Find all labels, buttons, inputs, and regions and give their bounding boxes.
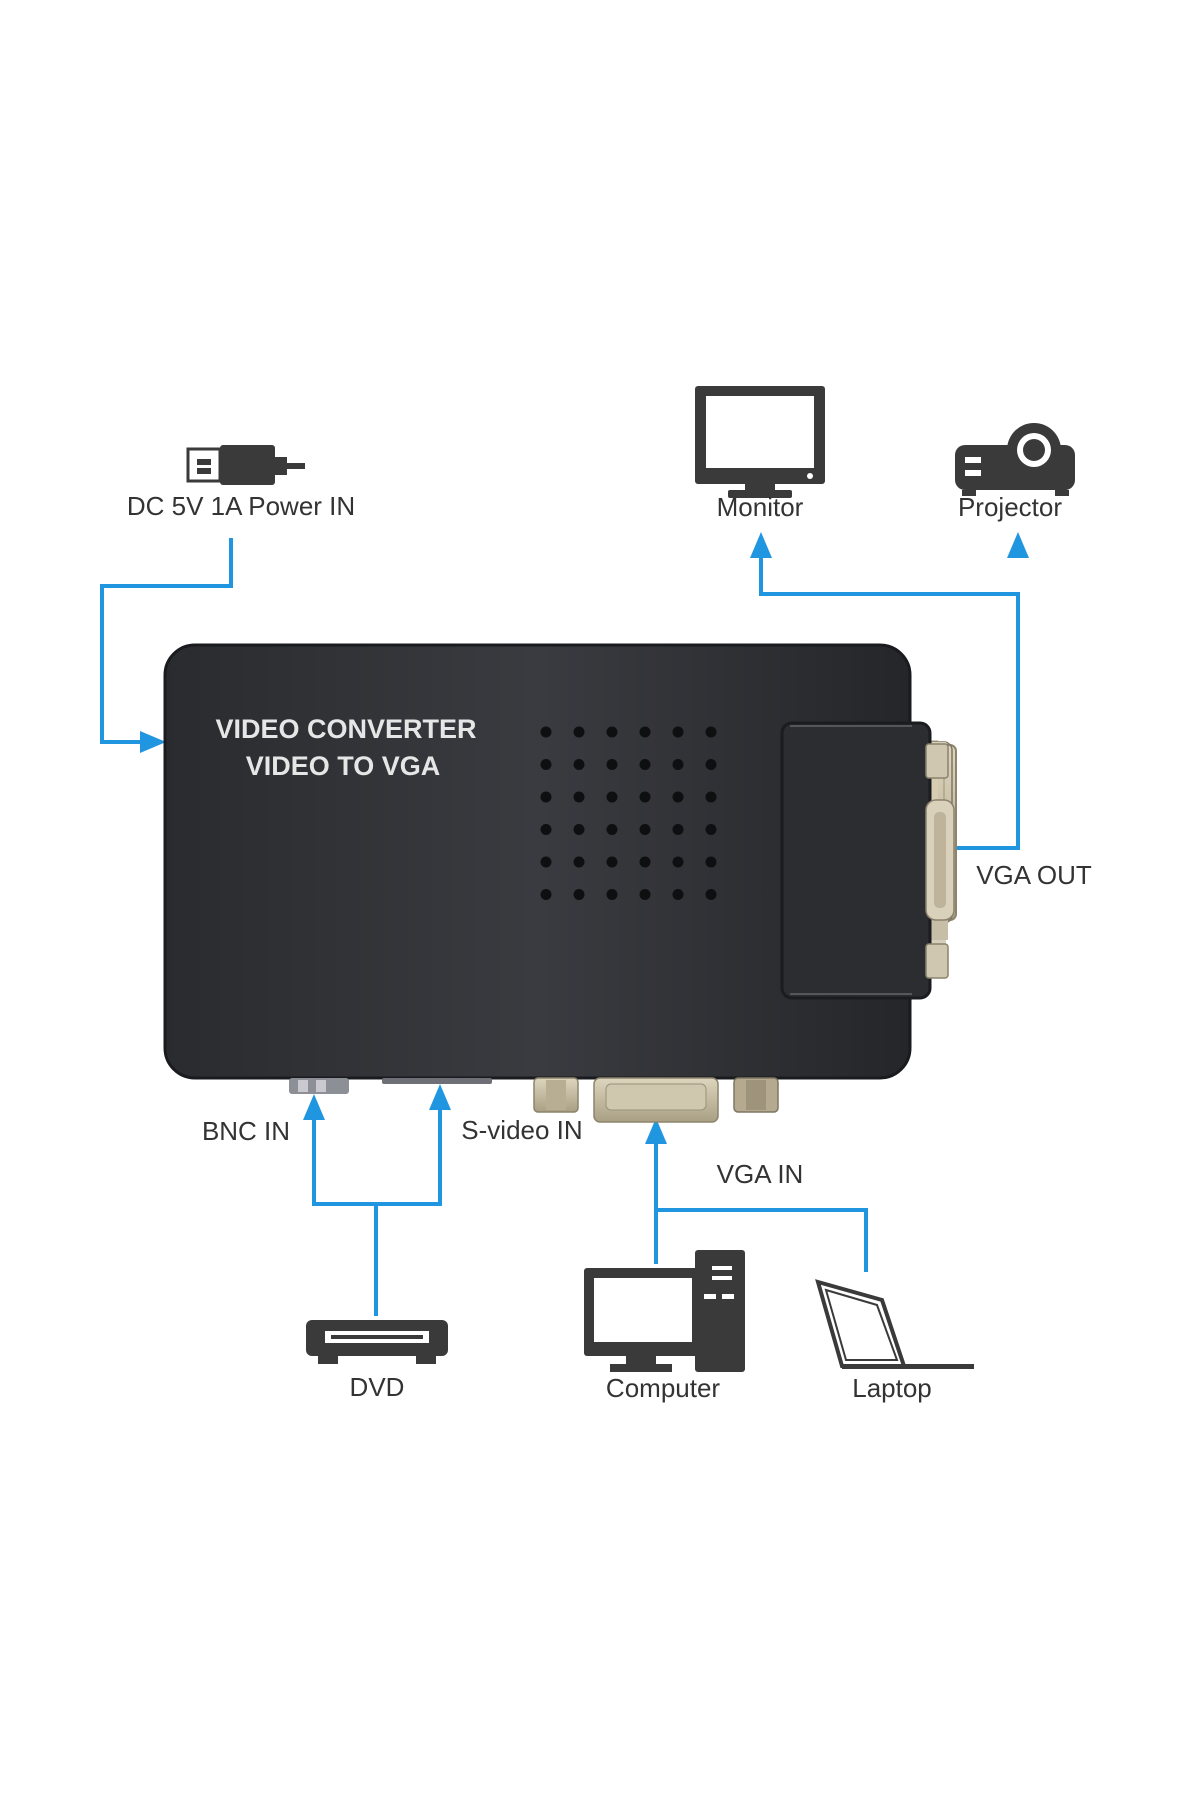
grille-dot [573, 889, 585, 900]
laptop-icon [815, 1279, 974, 1369]
computer-label: Computer [606, 1373, 720, 1403]
laptop-label: Laptop [852, 1373, 932, 1403]
power-in-label: DC 5V 1A Power IN [127, 491, 355, 521]
grille-dot [606, 889, 618, 900]
grille-dot [672, 856, 684, 868]
grille-dot [573, 791, 585, 803]
svideo-in-port [382, 1078, 492, 1084]
grille-dot [705, 824, 717, 835]
svideo-arrow [429, 1084, 451, 1110]
grille-dot [573, 726, 585, 738]
device-title-line1: VIDEO CONVERTER [215, 714, 476, 744]
power-wire [100, 538, 233, 744]
grille-dot [672, 759, 684, 770]
grille-dot [540, 856, 552, 868]
projector-label: Projector [958, 492, 1062, 522]
bnc-arrow [303, 1094, 325, 1120]
vga-out-label: VGA OUT [976, 860, 1092, 890]
grille-dot [540, 824, 552, 835]
device-right-block [780, 721, 932, 1000]
grille-dot [573, 824, 585, 835]
grille-dot [639, 791, 651, 803]
dvd-label: DVD [350, 1372, 405, 1402]
grille-dot [540, 726, 552, 738]
grille-dot [705, 791, 717, 803]
dvd-wire [312, 1110, 378, 1316]
vga-in-arrow [645, 1118, 667, 1144]
grille-dot [705, 759, 717, 770]
grille-dot [639, 759, 651, 770]
grille-dot [672, 791, 684, 803]
grille-dot [672, 889, 684, 900]
grille-dot [639, 824, 651, 835]
audio-port-left [533, 1077, 579, 1113]
vga-in-label: VGA IN [717, 1159, 804, 1189]
desktop-computer-icon [584, 1250, 745, 1372]
monitor-icon [695, 386, 825, 498]
projector-icon [955, 423, 1075, 496]
grille-dot [705, 856, 717, 868]
grille-dot [672, 726, 684, 738]
grille-dot [639, 726, 651, 738]
device-body [165, 645, 910, 1078]
grille-dot [705, 889, 717, 900]
monitor-arrow [750, 532, 772, 558]
grille-dot [606, 726, 618, 738]
device-title-line2: VIDEO TO VGA [246, 751, 441, 781]
grille-dot [639, 889, 651, 900]
dvd-svideo-wire [376, 1100, 442, 1206]
grille-dot [573, 856, 585, 868]
grille-dot [606, 824, 618, 835]
grille-dot [639, 856, 651, 868]
video-converter-device: VIDEO CONVERTER VIDEO TO VGA [163, 643, 957, 1123]
grille-dot [606, 791, 618, 803]
grille-dot [573, 759, 585, 770]
dvd-player-icon [306, 1320, 448, 1364]
grille-dot [540, 791, 552, 803]
grille-dot [672, 824, 684, 835]
vga-out-wire [759, 548, 1020, 850]
vga-in-port [593, 1077, 719, 1123]
speaker-grille [540, 726, 717, 900]
grille-dot [540, 889, 552, 900]
monitor-label: Monitor [717, 492, 804, 522]
projector-arrow [1007, 532, 1029, 558]
usb-plug-icon [186, 445, 305, 485]
bnc-in-port [289, 1078, 349, 1094]
grille-dot [606, 759, 618, 770]
bnc-in-label: BNC IN [202, 1116, 290, 1146]
grille-dot [540, 759, 552, 770]
laptop-wire [656, 1208, 868, 1272]
grille-dot [705, 726, 717, 738]
audio-port-right [733, 1077, 779, 1113]
power-arrow [140, 731, 166, 753]
svideo-in-label: S-video IN [461, 1115, 582, 1145]
grille-dot [606, 856, 618, 868]
connection-wires [100, 532, 1029, 1316]
